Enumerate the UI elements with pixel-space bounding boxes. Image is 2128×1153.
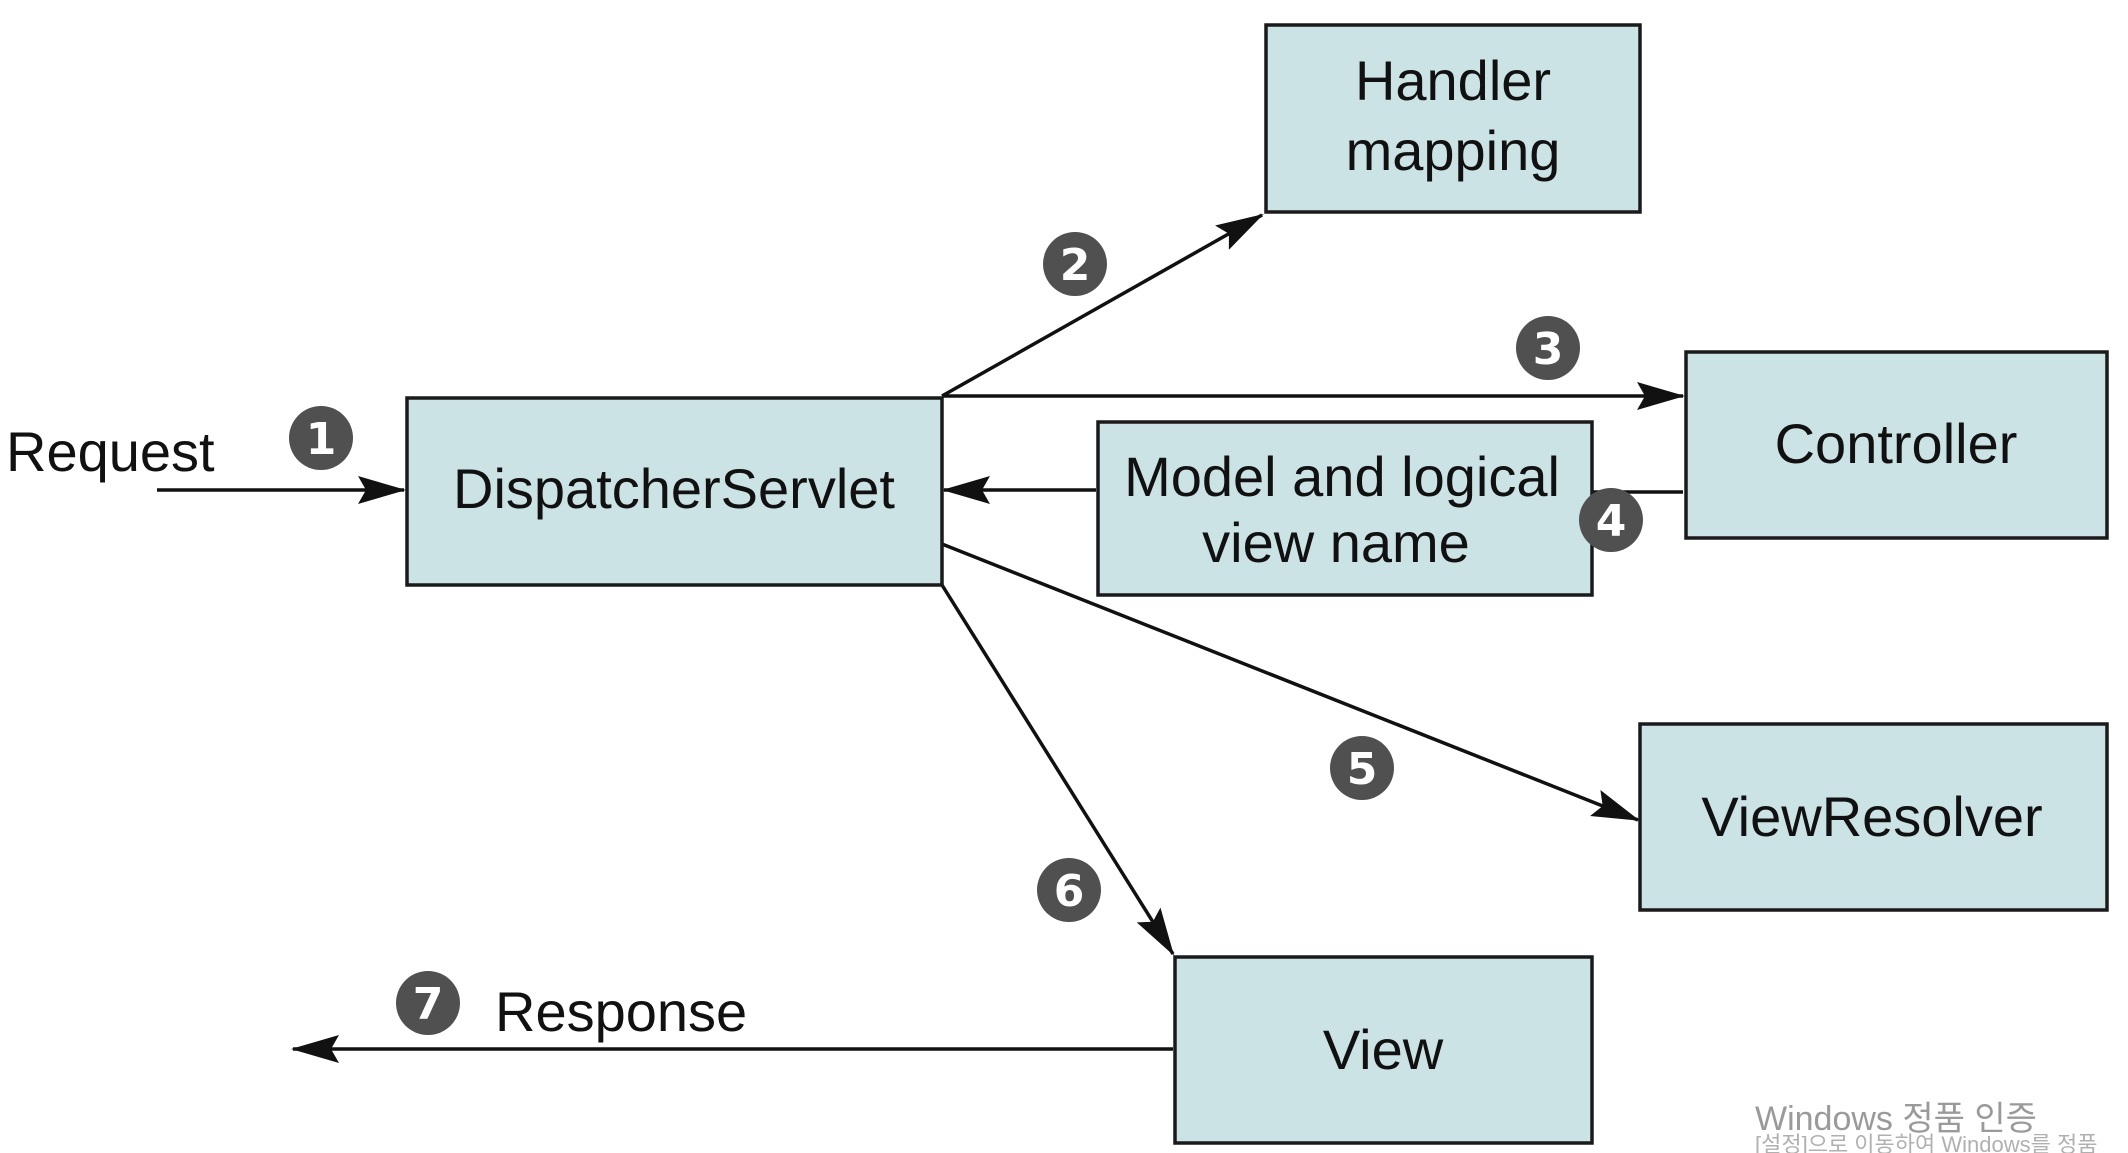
- svg-text:5: 5: [1347, 744, 1378, 795]
- handler-mapping-arrow: [941, 213, 1264, 398]
- controller-label: Controller: [1775, 412, 2018, 475]
- step-badge-3: 3: [1516, 316, 1580, 380]
- svg-text:7: 7: [413, 979, 444, 1030]
- windows-activation-watermark-subtext: [설정]으로 이동하여 Windows를 정품: [1755, 1132, 2097, 1153]
- model-view-box: Model and logical view name: [1096, 420, 1594, 597]
- model-view-label-line1: Model and logical: [1124, 445, 1560, 508]
- svg-text:4: 4: [1596, 496, 1627, 547]
- svg-text:2: 2: [1060, 240, 1091, 291]
- windows-activation-watermark: Windows 정품 인증: [1755, 1100, 2037, 1138]
- handler-mapping-label-line1: Handler: [1355, 49, 1551, 112]
- svg-text:6: 6: [1054, 866, 1085, 917]
- view-arrow: [940, 584, 1175, 956]
- request-label: Request: [6, 420, 215, 483]
- dispatcher-servlet-box: DispatcherServlet: [405, 396, 944, 587]
- handler-mapping-label-line2: mapping: [1346, 119, 1561, 182]
- step-badge-4: 4: [1579, 488, 1643, 552]
- view-label: View: [1323, 1018, 1444, 1081]
- view-resolver-box: ViewResolver: [1638, 722, 2109, 912]
- svg-text:3: 3: [1533, 324, 1564, 375]
- step-badge-7: 7: [396, 971, 460, 1035]
- controller-box: Controller: [1684, 350, 2109, 540]
- svg-text:1: 1: [306, 414, 337, 465]
- step-badge-2: 2: [1043, 232, 1107, 296]
- step-badge-1: 1: [289, 406, 353, 470]
- view-resolver-label: ViewResolver: [1701, 785, 2042, 848]
- dispatcher-servlet-label: DispatcherServlet: [453, 457, 895, 520]
- handler-mapping-box: Handler mapping: [1264, 23, 1642, 214]
- view-box: View: [1173, 955, 1594, 1145]
- step-badge-6: 6: [1037, 858, 1101, 922]
- model-view-label-line2: view name: [1202, 511, 1470, 574]
- view-resolver-arrow: [941, 542, 1640, 822]
- step-badge-5: 5: [1330, 736, 1394, 800]
- response-label: Response: [495, 980, 747, 1043]
